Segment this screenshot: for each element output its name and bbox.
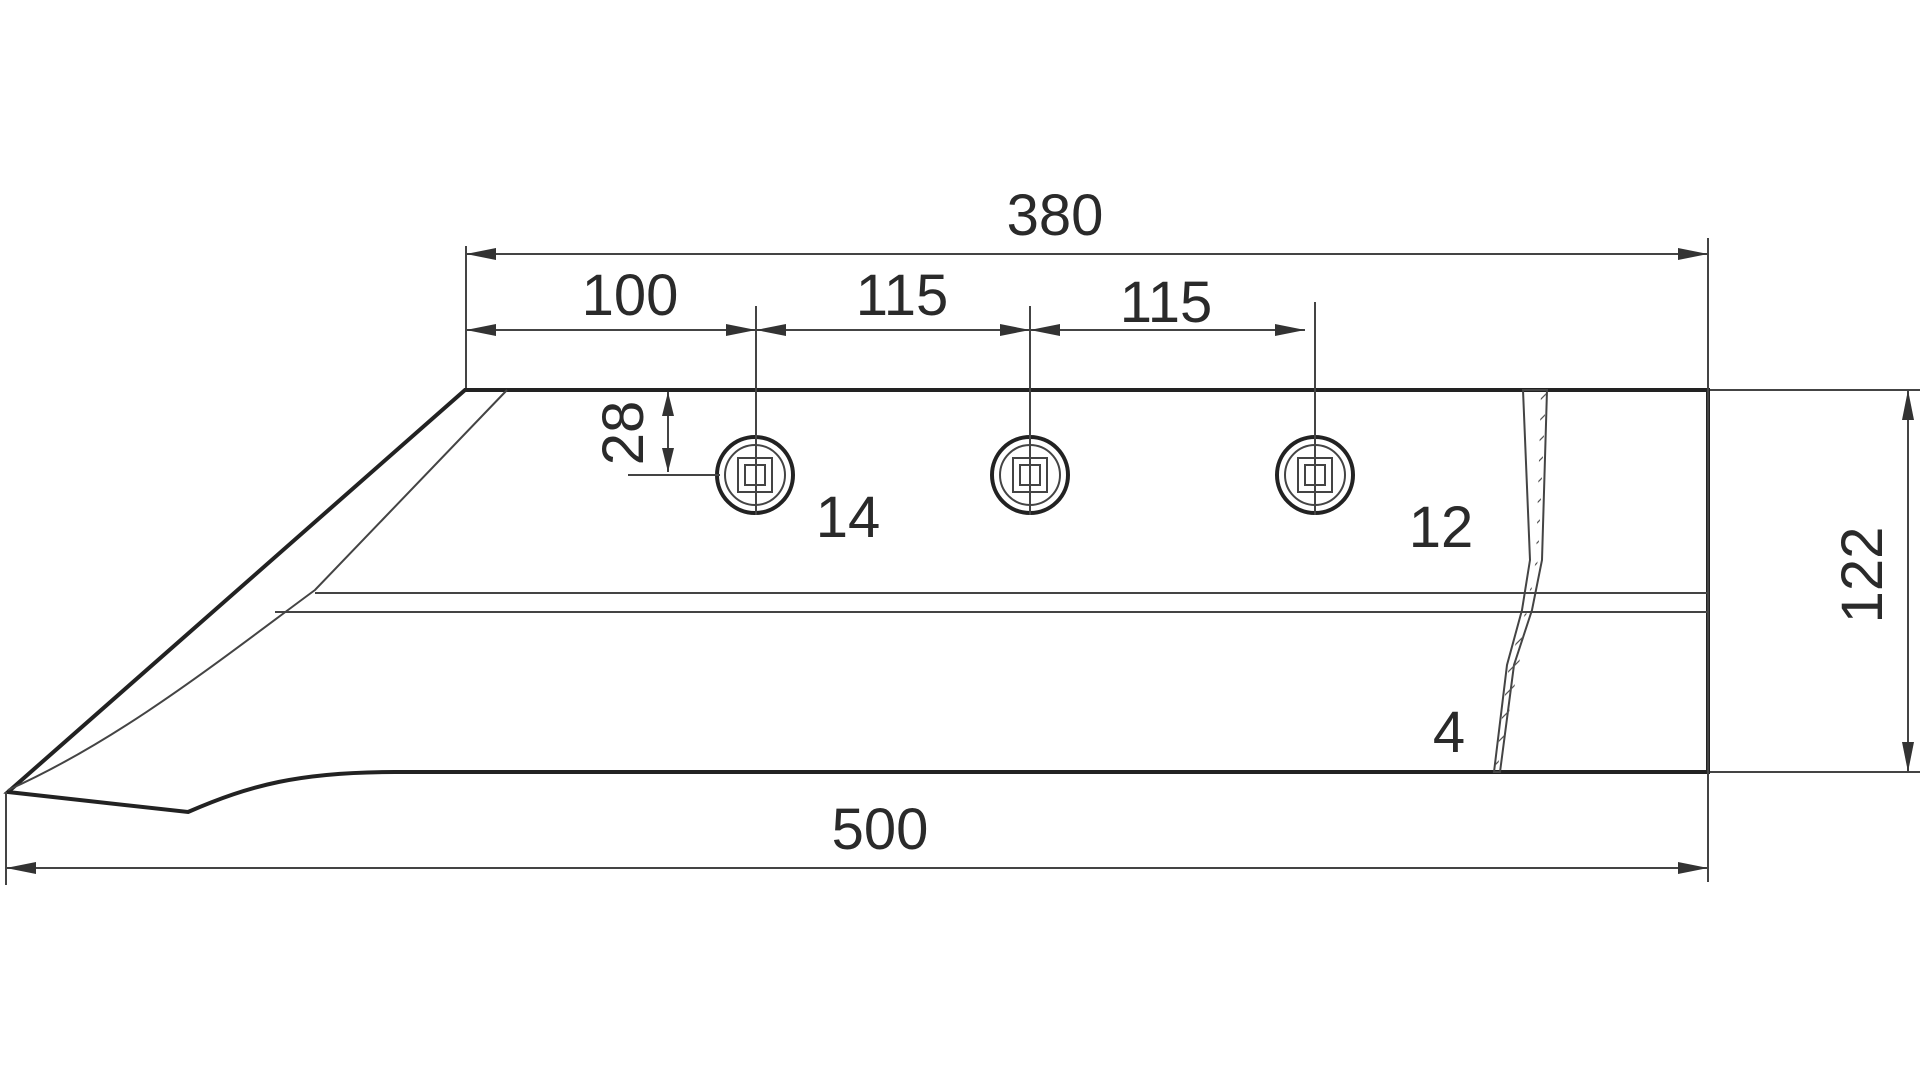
section-outline xyxy=(1492,389,1549,773)
dimension-122-label: 122 xyxy=(1830,527,1895,624)
hole-diameter-label: 14 xyxy=(816,485,881,550)
edge-thickness-label: 4 xyxy=(1433,700,1465,765)
dimension-380: 380 xyxy=(466,183,1708,260)
dimension-115-second: 115 xyxy=(1030,270,1305,336)
dimension-28: 28 xyxy=(591,392,674,472)
dimension-115-first-label: 115 xyxy=(856,263,948,328)
blade-outline xyxy=(3,388,1710,815)
dimension-500: 500 xyxy=(6,797,1708,874)
dimension-115-first: 115 xyxy=(756,263,1030,336)
dimension-28-label: 28 xyxy=(591,401,656,466)
dimension-100-label: 100 xyxy=(582,263,679,328)
dimension-100: 100 xyxy=(466,263,756,336)
dimension-500-label: 500 xyxy=(832,797,929,862)
section-hatch xyxy=(1495,393,1546,770)
dimension-380-label: 380 xyxy=(1007,183,1104,248)
share-blade xyxy=(3,388,1710,815)
cross-section xyxy=(1492,389,1549,773)
inner-bevel-line xyxy=(7,389,508,791)
thickness-label: 12 xyxy=(1409,495,1474,560)
dimension-122: 122 xyxy=(1830,390,1914,772)
dimension-115-second-label: 115 xyxy=(1120,270,1212,335)
extension-lines xyxy=(5,238,1920,885)
